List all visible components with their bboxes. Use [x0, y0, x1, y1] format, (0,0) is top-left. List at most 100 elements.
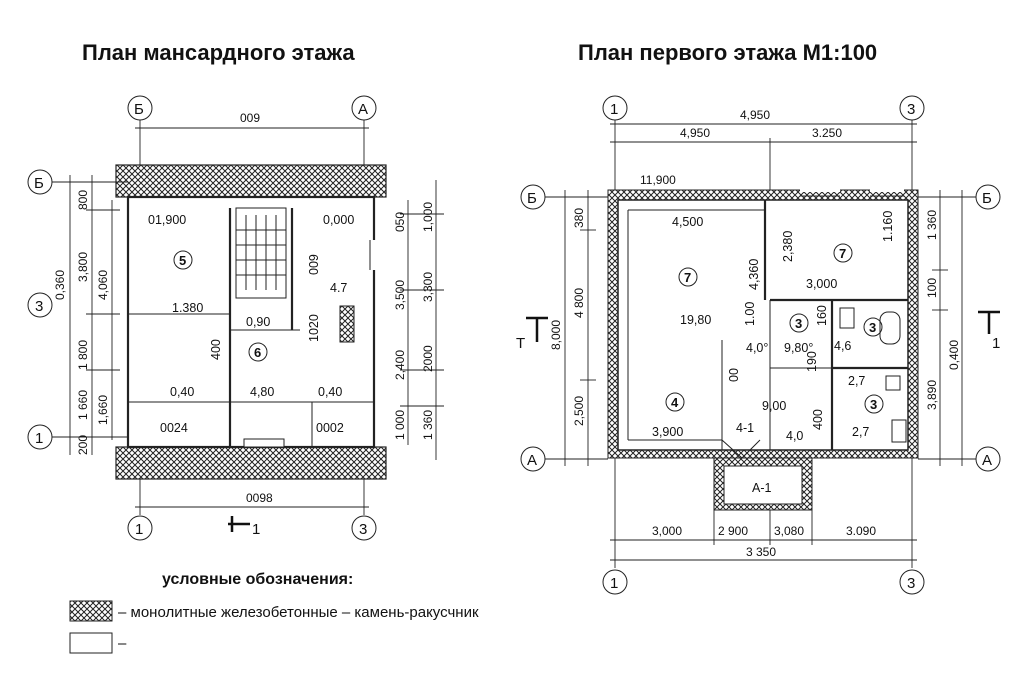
first-left-inner-1: 4 800	[572, 288, 586, 318]
first-floor-plan-title: План первого этажа М1:100	[578, 40, 877, 65]
first-label-a10: 400	[811, 409, 825, 430]
first-room-3a-number: 3	[795, 316, 802, 331]
first-top-total: 4,950	[740, 108, 770, 122]
first-axis-left-top: Б	[527, 190, 537, 207]
legend-empty-swatch	[69, 632, 113, 654]
first-axis-top-left: 1	[610, 101, 618, 118]
attic-label-br: 0002	[316, 421, 344, 435]
first-porch-label: А-1	[752, 481, 772, 495]
first-section-left: Т	[516, 335, 525, 352]
first-label-a2: 9,80°	[784, 341, 813, 355]
first-floor-plan: 1 3 4,950 4,950 3.250 11,900 А-1	[516, 95, 1001, 595]
attic-plan: Б А 009 01,900 0,000 5 1.380 0,90	[27, 95, 444, 541]
attic-right-outer-0: 1,000	[421, 202, 435, 232]
first-label-w3: 3,900	[652, 425, 683, 439]
attic-room-6-number: 6	[254, 345, 261, 360]
legend-empty-label: –	[118, 635, 127, 652]
first-bottom-part-2: 3,080	[774, 524, 804, 538]
first-label-a6: 9,00	[762, 399, 786, 413]
attic-right-outer-2: 2000	[421, 345, 435, 372]
first-left-inner-2: 2,500	[572, 396, 586, 426]
first-axis-right-top: Б	[982, 190, 992, 207]
first-label-h2: 2,380	[781, 231, 795, 262]
first-room-3c-number: 3	[870, 397, 877, 412]
first-label-h1: 4,360	[747, 259, 761, 290]
first-axis-right-bot: А	[982, 452, 992, 469]
first-axis-bot-right: 3	[907, 575, 915, 592]
first-label-a1: 4,0°	[746, 341, 768, 355]
first-label-w2: 3,000	[806, 277, 837, 291]
first-room-3b-number: 3	[869, 320, 876, 335]
attic-left-inner-1: 1,660	[96, 395, 110, 425]
first-right-inner-2: 3,890	[925, 380, 939, 410]
attic-left-outer-0: 0,360	[53, 270, 67, 300]
first-bottom-total: 3 350	[746, 545, 776, 559]
first-label-a3: 4,6	[834, 339, 851, 353]
attic-label-stair: 009	[307, 254, 321, 275]
first-right-inner-1: 100	[925, 278, 939, 298]
first-bottom-part-1: 2 900	[718, 524, 748, 538]
attic-label-b3: 0,40	[318, 385, 342, 399]
attic-left-mid-3: 1 660	[76, 390, 90, 420]
attic-top-dim: 009	[240, 111, 260, 125]
attic-right-outer-1: 3,300	[421, 272, 435, 302]
first-room-7a-area: 19,80	[680, 313, 711, 327]
first-label-a5: 2,7	[852, 425, 869, 439]
attic-left-mid-0: 800	[76, 190, 90, 210]
attic-left-inner-0: 4,060	[96, 270, 110, 300]
attic-left-mid-2: 1 800	[76, 340, 90, 370]
attic-room-5-number: 5	[179, 253, 186, 268]
first-axis-left-bot: А	[527, 452, 537, 469]
attic-right-inner-1: 3,500	[393, 280, 407, 310]
attic-right-inner-2: 2,400	[393, 350, 407, 380]
attic-right-inner-3: 1 000	[393, 410, 407, 440]
attic-right-inner-0: 050	[393, 212, 407, 232]
attic-right-outer-3: 1 360	[421, 410, 435, 440]
first-top-part-1: 3.250	[812, 126, 842, 140]
attic-left-mid-4: 200	[76, 435, 90, 455]
first-label-s2: 160	[815, 305, 829, 326]
attic-axis-top-left: Б	[134, 101, 144, 118]
first-label-h3: 1.160	[881, 211, 895, 242]
attic-label-w2: 0,90	[246, 315, 270, 329]
attic-axis-left-top: Б	[34, 175, 44, 192]
attic-plan-title: План мансардного этажа	[82, 40, 355, 65]
attic-label-bl: 0024	[160, 421, 188, 435]
attic-axis-bot-right: 3	[359, 521, 367, 538]
attic-axis-top-right: А	[358, 101, 368, 118]
first-room-4-number: 4	[671, 395, 679, 410]
first-bottom-part-0: 3,000	[652, 524, 682, 538]
first-left-outer-0: 8,000	[549, 320, 563, 350]
first-room-7b-number: 7	[839, 246, 846, 261]
attic-label-h1: 400	[209, 339, 223, 360]
first-right-inner-0: 1 360	[925, 210, 939, 240]
attic-axis-left-bot: 1	[35, 430, 43, 447]
attic-label-w4: 1020	[307, 314, 321, 342]
legend-hatched-label: – монолитные железобетонные – камень-рак…	[118, 604, 479, 621]
attic-label-w1: 1.380	[172, 301, 203, 315]
attic-section-mark: 1	[252, 521, 260, 538]
first-top-part-0: 4,950	[680, 126, 710, 140]
first-label-a8: 4-1	[736, 421, 754, 435]
attic-bottom-dim: 0098	[246, 491, 273, 505]
attic-left-mid-1: 3,800	[76, 252, 90, 282]
first-axis-bot-left: 1	[610, 575, 618, 592]
attic-label-b1: 0,40	[170, 385, 194, 399]
first-label-a9: 00	[727, 368, 741, 382]
attic-label-w3: 4.7	[330, 281, 347, 295]
first-label-a11: 190	[805, 351, 819, 372]
first-top-small: 11,900	[640, 173, 676, 187]
first-right-outer-0: 0,400	[947, 340, 961, 370]
first-room-7a-number: 7	[684, 270, 691, 285]
legend-title: условные обозначения:	[162, 571, 353, 588]
attic-axis-bot-left: 1	[135, 521, 143, 538]
attic-label-tr: 0,000	[323, 213, 354, 227]
first-label-s1: 1.00	[743, 302, 757, 326]
attic-label-tl: 01,900	[148, 213, 186, 227]
first-bottom-part-3: 3.090	[846, 524, 876, 538]
legend-hatched-swatch	[69, 600, 113, 622]
first-section-right: 1	[992, 335, 1000, 352]
attic-axis-left-mid: 3	[35, 298, 43, 315]
first-label-a7: 4,0	[786, 429, 803, 443]
